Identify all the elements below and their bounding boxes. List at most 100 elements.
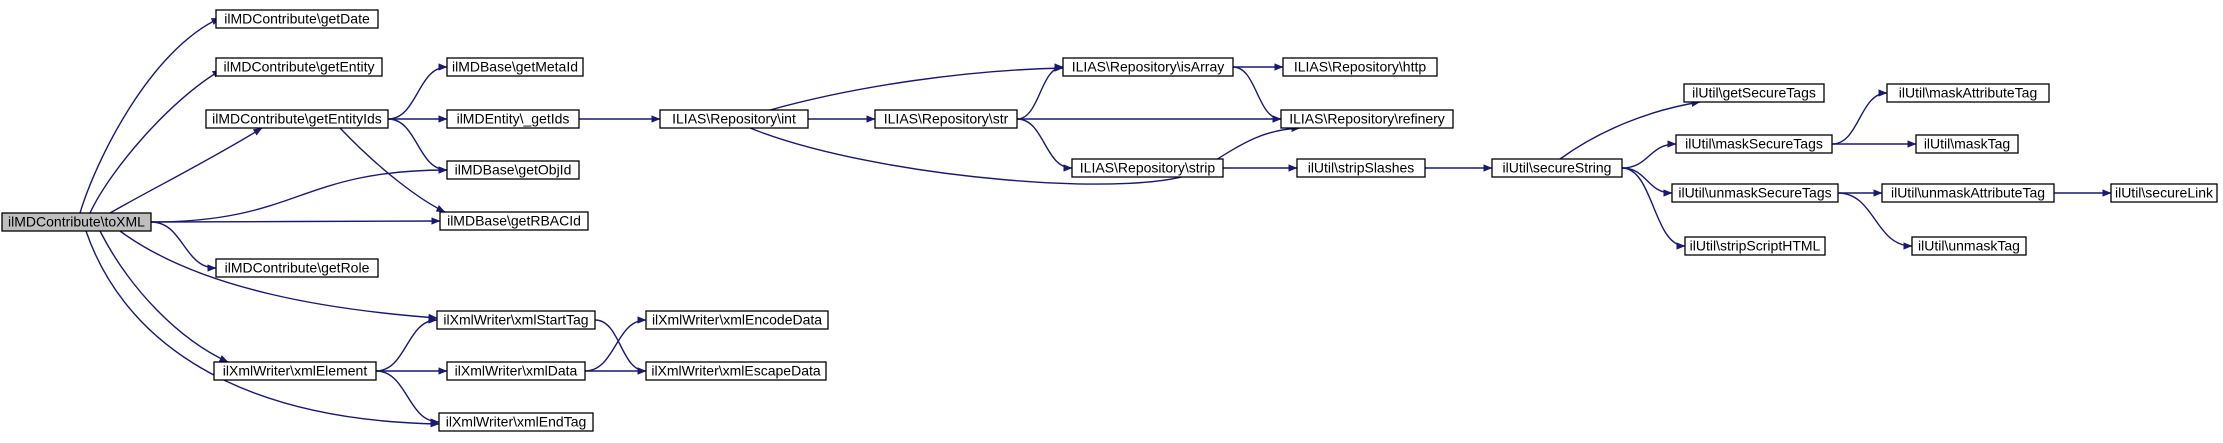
edge-str-to-isArray [1016, 63, 1064, 120]
node-xmlStartTag[interactable]: ilXmlWriter\xmlStartTag [436, 310, 596, 330]
node-getEntityIds[interactable]: ilMDContribute\getEntityIds [205, 109, 389, 129]
node-label-xmlEndTag: ilXmlWriter\xmlEndTag [446, 414, 587, 430]
node-refinery[interactable]: ILIAS\Repository\refinery [1280, 109, 1454, 129]
node-box-getEntity[interactable] [215, 57, 383, 77]
node-strip[interactable]: ILIAS\Repository\strip [1071, 158, 1224, 178]
node-getDate[interactable]: ilMDContribute\getDate [215, 9, 379, 29]
node-box-http[interactable] [1282, 57, 1438, 77]
node-isArray[interactable]: ILIAS\Repository\isArray [1062, 57, 1234, 77]
node-http[interactable]: ILIAS\Repository\http [1282, 57, 1438, 77]
node-label-xmlStartTag: ilXmlWriter\xmlStartTag [443, 312, 588, 328]
edge-getEntityIds-to-getMetaId [387, 63, 448, 120]
node-box-xmlData[interactable] [446, 361, 586, 381]
edge-secureString-to-unmaskSecureTags [1621, 167, 1673, 197]
node-box-xmlElement[interactable] [213, 361, 377, 381]
node-box-toXML[interactable] [1, 212, 152, 232]
node-box-unmaskTag[interactable] [1911, 236, 2027, 256]
edge-unmaskSecureTags-to-unmaskTag [1837, 192, 1913, 250]
edge-toXML-to-getEntity [89, 69, 222, 214]
node-maskTag[interactable]: ilUtil\maskTag [1915, 134, 2019, 154]
node-stripSlashes[interactable]: ilUtil\stripSlashes [1296, 158, 1426, 178]
node-box-xmlEscapeData[interactable] [645, 361, 827, 381]
edge-int-to-refinery [749, 124, 1301, 185]
node-label-toXML: ilMDContribute\toXML [8, 214, 145, 230]
node-getMetaId[interactable]: ilMDBase\getMetaId [446, 57, 584, 77]
node-box-stripScriptHTML[interactable] [1684, 236, 1826, 256]
node-getEntity[interactable]: ilMDContribute\getEntity [215, 57, 383, 77]
node-unmaskTag[interactable]: ilUtil\unmaskTag [1911, 236, 2027, 256]
node-xmlEndTag[interactable]: ilXmlWriter\xmlEndTag [438, 412, 594, 432]
node-box-str[interactable] [874, 109, 1018, 129]
node-unmaskSecureTags[interactable]: ilUtil\unmaskSecureTags [1671, 183, 1839, 203]
edge-secureString-to-maskSecureTags [1621, 140, 1677, 169]
node-label-strip: ILIAS\Repository\strip [1080, 160, 1216, 176]
node-label-stripScriptHTML: ilUtil\stripScriptHTML [1690, 238, 1821, 254]
node-box-getObjId[interactable] [446, 160, 580, 180]
node-box-getRole[interactable] [215, 258, 379, 278]
edge-toXML-to-xmlElement [99, 230, 229, 363]
node-box-xmlEncodeData[interactable] [645, 310, 829, 330]
node-getObjId[interactable]: ilMDBase\getObjId [446, 160, 580, 180]
node-box-int[interactable] [659, 109, 809, 129]
edge-toXML-to-getRole [150, 221, 217, 272]
node-secureString[interactable]: ilUtil\secureString [1491, 158, 1623, 178]
node-box-secureString[interactable] [1491, 158, 1623, 178]
node-label-secureLink: ilUtil\secureLink [2115, 185, 2214, 201]
edge-int-to-isArray [769, 64, 1064, 111]
node-_getIds[interactable]: ilMDEntity\_getIds [446, 109, 580, 129]
node-label-xmlData: ilXmlWriter\xmlData [455, 363, 578, 379]
node-secureLink[interactable]: ilUtil\secureLink [2110, 183, 2218, 203]
node-label-xmlEncodeData: ilXmlWriter\xmlEncodeData [652, 312, 822, 328]
node-label-getObjId: ilMDBase\getObjId [455, 162, 572, 178]
node-maskSecureTags[interactable]: ilUtil\maskSecureTags [1675, 134, 1833, 154]
node-box-getEntityIds[interactable] [205, 109, 389, 129]
node-toXML[interactable]: ilMDContribute\toXML [1, 212, 152, 232]
node-str[interactable]: ILIAS\Repository\str [874, 109, 1018, 129]
node-box-xmlStartTag[interactable] [436, 310, 596, 330]
node-getRBACId[interactable]: ilMDBase\getRBACId [439, 211, 589, 231]
node-box-getDate[interactable] [215, 9, 379, 29]
edge-getEntityIds-to-getObjId [387, 118, 448, 174]
node-xmlElement[interactable]: ilXmlWriter\xmlElement [213, 361, 377, 381]
node-box-getMetaId[interactable] [446, 57, 584, 77]
node-label-maskSecureTags: ilUtil\maskSecureTags [1685, 136, 1823, 152]
node-box-maskTag[interactable] [1915, 134, 2019, 154]
node-maskAttributeTag[interactable]: ilUtil\maskAttributeTag [1886, 83, 2050, 103]
edge-getEntityIds-to-getRBACId [339, 127, 446, 213]
edge-isArray-to-refinery [1232, 66, 1282, 123]
edge-xmlData-to-xmlEncodeData [584, 316, 647, 372]
node-box-unmaskAttributeTag[interactable] [1881, 183, 2055, 203]
node-box-secureLink[interactable] [2110, 183, 2218, 203]
node-box-getSecureTags[interactable] [1683, 83, 1825, 103]
node-label-getRBACId: ilMDBase\getRBACId [447, 213, 581, 229]
node-box-xmlEndTag[interactable] [438, 412, 594, 432]
node-box-getRBACId[interactable] [439, 211, 589, 231]
node-box-refinery[interactable] [1280, 109, 1454, 129]
edges-layer [79, 17, 2112, 428]
node-unmaskAttributeTag[interactable]: ilUtil\unmaskAttributeTag [1881, 183, 2055, 203]
edge-xmlElement-to-xmlStartTag [375, 316, 438, 372]
edge-str-to-strip [1016, 118, 1073, 172]
node-box-maskAttributeTag[interactable] [1886, 83, 2050, 103]
node-xmlData[interactable]: ilXmlWriter\xmlData [446, 361, 586, 381]
node-box-stripSlashes[interactable] [1296, 158, 1426, 178]
node-box-isArray[interactable] [1062, 57, 1234, 77]
node-label-str: ILIAS\Repository\str [884, 111, 1009, 127]
node-label-int: ILIAS\Repository\int [672, 111, 796, 127]
node-stripScriptHTML[interactable]: ilUtil\stripScriptHTML [1684, 236, 1826, 256]
node-xmlEncodeData[interactable]: ilXmlWriter\xmlEncodeData [645, 310, 829, 330]
node-label-_getIds: ilMDEntity\_getIds [457, 111, 570, 127]
edge-xmlElement-to-xmlEndTag [375, 370, 440, 426]
node-int[interactable]: ILIAS\Repository\int [659, 109, 809, 129]
node-label-getDate: ilMDContribute\getDate [224, 11, 370, 27]
node-box-_getIds[interactable] [446, 109, 580, 129]
node-getRole[interactable]: ilMDContribute\getRole [215, 258, 379, 278]
edge-secureString-to-stripScriptHTML [1621, 167, 1686, 250]
edge-secureString-to-getSecureTags [1559, 99, 1701, 160]
edge-toXML-to-xmlStartTag [119, 230, 438, 321]
node-box-unmaskSecureTags[interactable] [1671, 183, 1839, 203]
node-box-strip[interactable] [1071, 158, 1224, 178]
node-box-maskSecureTags[interactable] [1675, 134, 1833, 154]
node-xmlEscapeData[interactable]: ilXmlWriter\xmlEscapeData [645, 361, 827, 381]
node-getSecureTags[interactable]: ilUtil\getSecureTags [1683, 83, 1825, 103]
